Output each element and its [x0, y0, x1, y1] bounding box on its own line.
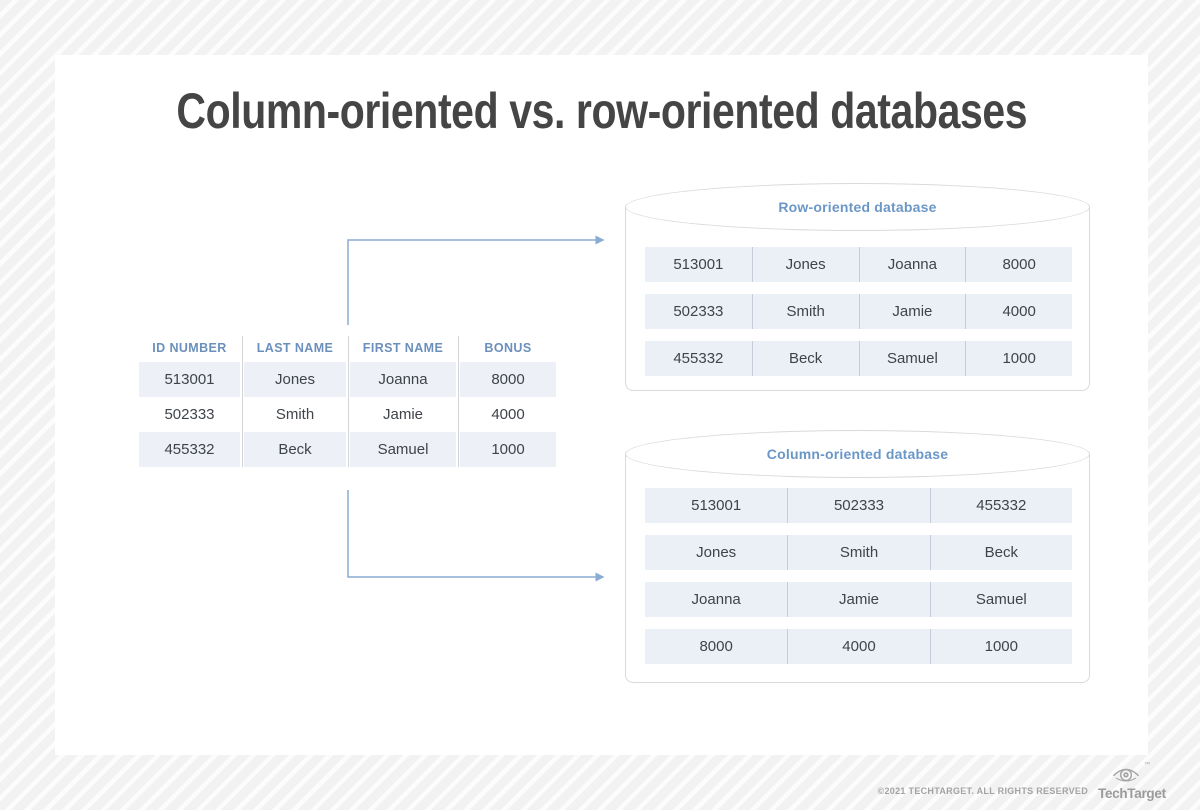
strip-cell: Joanna	[691, 591, 741, 608]
strip-cell: Jones	[751, 247, 859, 282]
strip-cell: Jamie	[787, 582, 929, 617]
table-cell: Jones	[244, 362, 346, 397]
table-cell: 4000	[491, 406, 525, 423]
row-db-label: Row-oriented database	[778, 199, 937, 215]
row-oriented-database: Row-oriented database 513001 Jones Joann…	[625, 183, 1090, 391]
column-header-last-name: LAST NAME	[256, 341, 334, 355]
strip-cell: 4000	[787, 629, 929, 664]
column-header-bonus: BONUS	[484, 341, 532, 355]
strip-cell: 1000	[965, 341, 1072, 376]
table-cell: Joanna	[350, 362, 456, 397]
row-db-arrow	[347, 235, 605, 325]
strip-cell: 1000	[929, 629, 1072, 664]
strip-cell: Jones	[696, 544, 737, 561]
logo-wordmark: TechTarget	[1098, 786, 1166, 801]
strip-cell: 502333	[787, 488, 929, 523]
strip-row: 513001 502333 455332	[645, 488, 1072, 523]
strip-cell: Beck	[929, 535, 1072, 570]
column-divider	[348, 336, 349, 467]
table-row: 455332 Beck Samuel 1000	[137, 432, 558, 467]
techtarget-logo: ™ TechTarget	[1098, 762, 1166, 801]
strip-cell: Beck	[751, 341, 859, 376]
table-cell: 455332	[139, 432, 240, 467]
strip-row: 513001 Jones Joanna 8000	[645, 247, 1072, 282]
strip-cell: 8000	[965, 247, 1072, 282]
footer: ©2021 TECHTARGET. ALL RIGHTS RESERVED ™ …	[877, 762, 1167, 801]
content-card: Column-oriented vs. row-oriented databas…	[55, 55, 1148, 755]
strip-row: 455332 Beck Samuel 1000	[645, 341, 1072, 376]
strip-cell: 4000	[965, 294, 1072, 329]
page-title-text: Column-oriented vs. row-oriented databas…	[176, 83, 1027, 139]
source-table-header-row: ID NUMBER LAST NAME FIRST NAME BONUS	[137, 336, 558, 362]
strip-row: 8000 4000 1000	[645, 629, 1072, 664]
column-header-first-name: FIRST NAME	[362, 341, 444, 355]
column-header-id-number: ID NUMBER	[152, 341, 227, 355]
table-cell: Samuel	[350, 432, 456, 467]
row-db-strips: 513001 Jones Joanna 8000 502333 Smith Ja…	[645, 247, 1072, 388]
table-cell: Beck	[244, 432, 346, 467]
column-divider	[242, 336, 243, 467]
strip-cell: 455332	[929, 488, 1072, 523]
strip-cell: 502333	[673, 303, 724, 320]
strip-cell: 8000	[699, 638, 733, 655]
page-title: Column-oriented vs. row-oriented databas…	[55, 83, 1148, 139]
trademark-symbol: ™	[1144, 762, 1150, 768]
strip-cell: Smith	[751, 294, 859, 329]
strip-cell: Samuel	[858, 341, 966, 376]
table-cell: 513001	[139, 362, 240, 397]
column-divider	[458, 336, 459, 467]
strip-cell: Jamie	[858, 294, 966, 329]
strip-cell: Samuel	[929, 582, 1072, 617]
strip-row: Jones Smith Beck	[645, 535, 1072, 570]
column-db-strips: 513001 502333 455332 Jones Smith Beck Jo…	[645, 488, 1072, 676]
strip-cell: 455332	[673, 350, 724, 367]
strip-cell: Smith	[787, 535, 929, 570]
table-row: 513001 Jones Joanna 8000	[137, 362, 558, 397]
strip-cell: Joanna	[858, 247, 966, 282]
table-cell: 1000	[460, 432, 556, 467]
strip-cell: 513001	[691, 497, 742, 514]
strip-row: Joanna Jamie Samuel	[645, 582, 1072, 617]
eye-icon	[1112, 768, 1140, 782]
database-cylinder-top: Column-oriented database	[625, 430, 1090, 478]
table-cell: Jamie	[382, 406, 423, 423]
table-cell: Smith	[275, 406, 315, 423]
database-cylinder-top: Row-oriented database	[625, 183, 1090, 231]
table-cell: 502333	[164, 406, 215, 423]
column-db-arrow	[347, 490, 605, 582]
column-oriented-database: Column-oriented database 513001 502333 4…	[625, 430, 1090, 683]
strip-row: 502333 Smith Jamie 4000	[645, 294, 1072, 329]
copyright-text: ©2021 TECHTARGET. ALL RIGHTS RESERVED	[877, 786, 1088, 796]
strip-cell: 513001	[673, 256, 724, 273]
source-table: ID NUMBER LAST NAME FIRST NAME BONUS 513…	[137, 336, 558, 467]
table-cell: 8000	[460, 362, 556, 397]
table-row: 502333 Smith Jamie 4000	[137, 397, 558, 432]
column-db-label: Column-oriented database	[766, 446, 949, 462]
